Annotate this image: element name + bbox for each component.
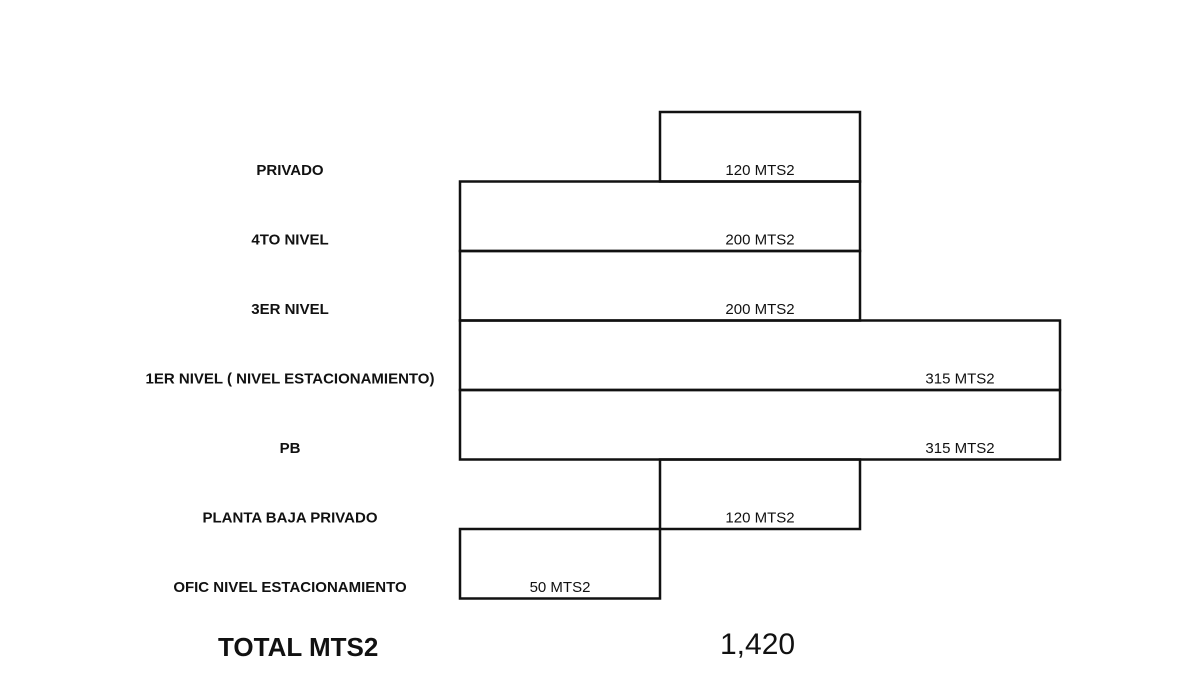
level-label: PLANTA BAJA PRIVADO — [202, 510, 377, 527]
level-area: 200 MTS2 — [725, 232, 794, 249]
total-label: TOTAL MTS2 — [218, 632, 379, 662]
level-box — [658, 458, 862, 531]
level-label: 1ER NIVEL ( NIVEL ESTACIONAMIENTO) — [146, 371, 435, 388]
level-area: 200 MTS2 — [725, 301, 794, 318]
level-label: 4TO NIVEL — [251, 232, 328, 249]
level-box — [458, 180, 862, 253]
level-area: 120 MTS2 — [725, 510, 794, 527]
level-area: 50 MTS2 — [530, 579, 591, 596]
total-value: 1,420 — [720, 628, 796, 661]
level-area: 120 MTS2 — [725, 162, 794, 179]
level-label: 3ER NIVEL — [251, 301, 329, 318]
level-label: PB — [280, 440, 301, 457]
level-area: 315 MTS2 — [925, 440, 994, 457]
level-area: 315 MTS2 — [925, 371, 994, 388]
level-label: PRIVADO — [256, 162, 324, 179]
level-box — [458, 527, 662, 600]
level-label: OFIC NIVEL ESTACIONAMIENTO — [173, 579, 407, 596]
level-box — [458, 249, 862, 322]
